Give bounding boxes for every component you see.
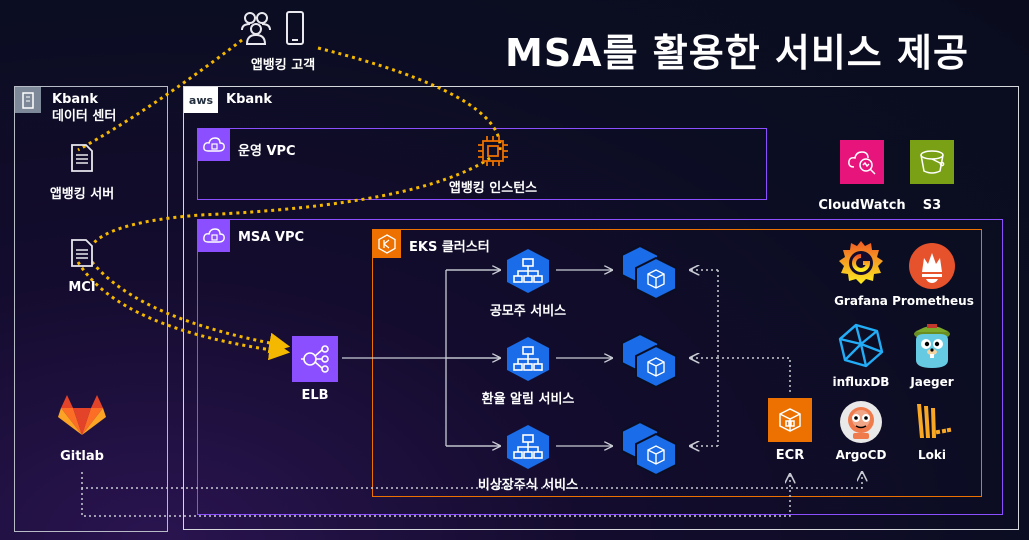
eks-cluster-group [372,229,982,497]
grafana-label: Grafana [834,294,888,308]
service-label-1: 공모주 서비스 [489,304,567,319]
datacenter-title-line1: Kbank [52,92,99,107]
jaeger-icon [908,320,956,370]
flow-mci-to-elb-2 [76,261,291,361]
mobile-phone-icon [285,10,305,46]
gitlab-label: Gitlab [60,449,104,464]
eks-cluster-icon [373,230,401,258]
elb-icon [292,336,338,382]
service-icon-2 [503,336,553,382]
eks-cluster-label: EKS 클러스터 [409,240,490,255]
datacenter-title-line2: 데이터 센터 [52,109,117,124]
grafana-icon [836,237,886,287]
loki-icon [914,402,952,442]
datacenter-building-icon [15,87,41,113]
aws-logo-text: aws [188,93,214,107]
aws-cloud-group [183,86,1019,530]
server-document-icon [70,143,94,173]
influxdb-icon [838,322,884,368]
gitlab-to-ecr [81,474,790,517]
prometheus-label: Prometheus [892,294,974,308]
ec2-instance-chip-icon [475,133,511,169]
pod-group-icon-2 [618,332,684,388]
server-label: 앱뱅킹 서버 [49,187,115,202]
service-label-3: 비상장주식 서비스 [477,478,579,493]
ops-vpc-group [197,128,767,200]
elb-label: ELB [301,388,329,403]
customer-users-icon [238,8,280,46]
argocd-label: ArgoCD [835,448,887,462]
s3-bucket-icon [910,140,954,184]
pod-group-icon-1 [618,244,684,300]
gitlab-icon [58,393,106,437]
cloudwatch-label: CloudWatch [818,198,906,213]
ops-vpc-cloud-icon [198,129,230,161]
service-icon-1 [503,248,553,294]
service-label-2: 환율 알림 서비스 [481,392,575,407]
argocd-icon [839,400,883,444]
cloudwatch-icon [840,140,884,184]
customer-label: 앱뱅킹 고객 [250,58,316,73]
msa-vpc-cloud-icon [198,220,230,252]
mci-label: MCI [68,280,96,295]
jaeger-label: Jaeger [910,375,954,389]
loki-label: Loki [918,448,946,462]
datacenter-title: Kbank 데이터 센터 [52,91,116,125]
instance-label: 앱뱅킹 인스턴스 [448,181,538,196]
gitlab-to-argocd [81,472,862,489]
service-icon-3 [503,424,553,470]
page-title: MSA를 활용한 서비스 제공 [505,31,969,75]
ops-vpc-label: 운영 VPC [238,144,296,159]
pod-group-icon-3 [618,420,684,476]
influxdb-label: influxDB [832,375,890,389]
aws-logo-icon: aws [184,87,218,113]
msa-vpc-label: MSA VPC [238,230,305,245]
flow-customer-to-server [77,38,243,152]
aws-account-label: Kbank [226,92,273,107]
s3-label: S3 [922,198,942,213]
datacenter-group [14,86,168,532]
ecr-label: ECR [775,448,805,463]
flow-customer-to-instance [317,46,502,151]
msa-vpc-group [197,219,1003,515]
flow-instance-to-mci [90,156,491,246]
ecr-icon [768,398,812,442]
prometheus-icon [908,242,956,290]
mci-document-icon [70,238,94,268]
